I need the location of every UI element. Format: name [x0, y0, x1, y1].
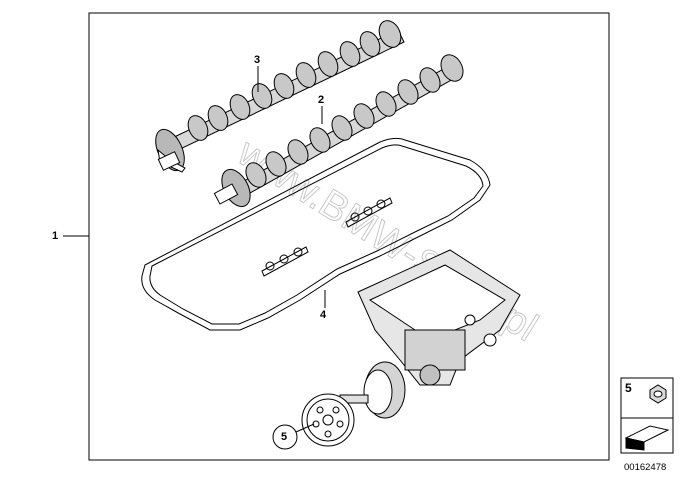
callout-3: 3 [254, 54, 261, 66]
callout-5-circle [272, 424, 298, 450]
camshaft-intake [213, 54, 464, 208]
oil-pump-housing [357, 249, 521, 386]
arrow-icon [624, 425, 670, 451]
callout-4: 4 [320, 309, 327, 321]
callout-2: 2 [318, 94, 325, 106]
diagram-number: 00162478 [624, 462, 667, 473]
camshaft-exhaust [155, 20, 405, 173]
sprocket [301, 393, 355, 447]
spark-plug-seals [261, 197, 393, 277]
hex-nut-icon [649, 384, 667, 404]
leader-line-5 [295, 423, 315, 433]
oil-pump-rotor [339, 361, 406, 419]
legend-box [620, 377, 674, 454]
valve-cover-gasket [141, 137, 491, 331]
callout-1: 1 [52, 230, 59, 242]
callout-5: 5 [281, 431, 288, 443]
legend-item-number: 5 [625, 381, 632, 395]
